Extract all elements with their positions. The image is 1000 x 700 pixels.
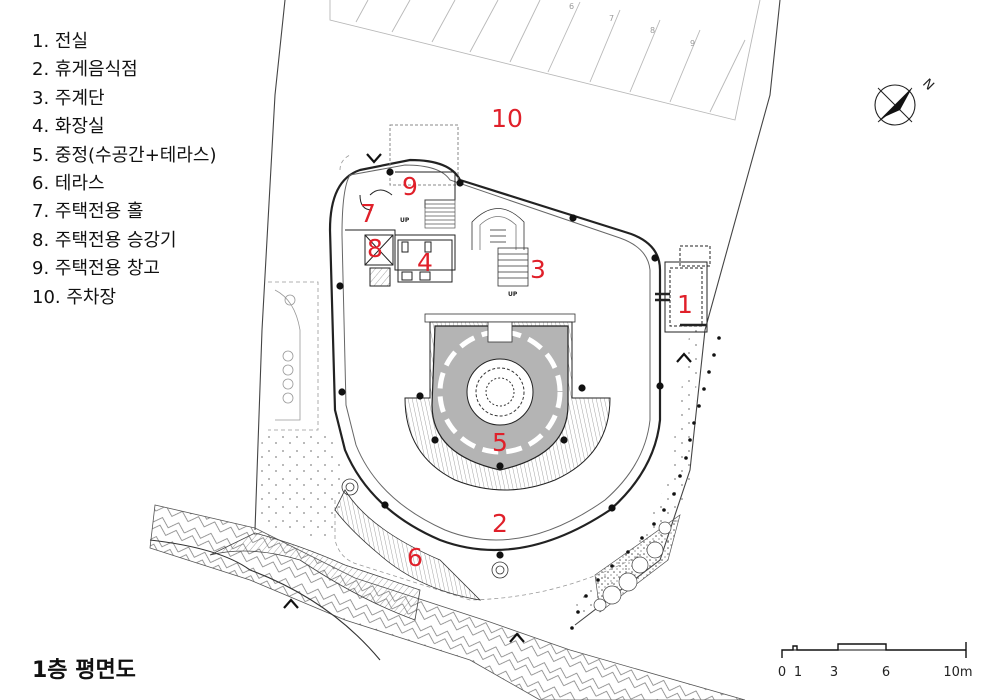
legend-list: 1. 전실 2. 휴게음식점 3. 주계단 4. 화장실 5. 중정(수공간+테…: [32, 28, 217, 312]
scale-tick: 6: [882, 665, 890, 680]
legend-item: 4. 화장실: [32, 116, 105, 138]
legend-item: 8. 주택전용 승강기: [32, 229, 177, 251]
dashed-site-line: [334, 154, 641, 601]
room-label: 3: [530, 255, 546, 284]
room-label: 9: [402, 172, 418, 201]
legend-item: 2. 휴게음식점: [32, 59, 138, 81]
room-label: 4: [417, 248, 433, 277]
scale-tick: 3: [830, 665, 838, 680]
legend-item: 7. 주택전용 홀: [32, 201, 144, 223]
north-arrow: N: [874, 76, 937, 126]
drawing-title: 1층 평면도: [32, 658, 136, 683]
site-boundary: [254, 0, 781, 626]
columns: [336, 168, 664, 559]
legend-item: 9. 주택전용 창고: [32, 258, 160, 280]
legend-item: 10. 주차장: [32, 286, 117, 308]
legend-item: 1. 전실: [32, 31, 89, 52]
legend-item: 5. 중정(수공간+테라스): [32, 144, 217, 166]
north-label: N: [919, 76, 936, 93]
room-label: 10: [491, 104, 523, 133]
room-label: 5: [492, 428, 508, 457]
site-boundary-curve: [149, 539, 381, 661]
stall-number: 7: [609, 14, 614, 23]
parking-stalls: [329, 0, 761, 121]
room-labels: 1 2 3 4 5 6 7 8 9 10: [360, 104, 693, 572]
room-label: 7: [360, 199, 376, 228]
room-label: 1: [677, 290, 693, 319]
legend-item: 3. 주계단: [32, 87, 105, 109]
core-stair: [424, 199, 456, 229]
room-label: 8: [367, 234, 383, 263]
scale-bar: 0 1 3 6 10m: [778, 642, 973, 680]
building-envelope: [328, 158, 662, 552]
room-label: 6: [407, 543, 423, 572]
entry-arrows: [283, 153, 692, 643]
stall-number: 6: [569, 2, 574, 11]
stair-up-mark: UP: [508, 291, 518, 298]
scale-tick: 1: [794, 665, 802, 680]
room-label: 2: [492, 509, 508, 538]
legend-item: 6. 테라스: [32, 173, 105, 195]
planters: [341, 478, 509, 579]
trees: [593, 521, 672, 612]
stair-up-mark: UP: [400, 217, 410, 224]
terrace-deck: [334, 489, 482, 601]
vestibule: [655, 245, 711, 333]
stall-number: 9: [690, 39, 695, 48]
scale-tick: 10m: [943, 665, 972, 680]
dotted-landscape-left: [258, 430, 345, 540]
main-stair: [471, 208, 529, 287]
left-side-strip: [268, 281, 319, 431]
courtyard: [404, 313, 611, 491]
parking-stall-numbers: 6 7 8 9: [569, 2, 695, 48]
bollards: [570, 336, 721, 630]
scale-tick: 0: [778, 665, 786, 680]
stall-number: 8: [650, 26, 655, 35]
hatched-entry-ramp: [209, 532, 421, 621]
core-rooms: [345, 124, 459, 287]
